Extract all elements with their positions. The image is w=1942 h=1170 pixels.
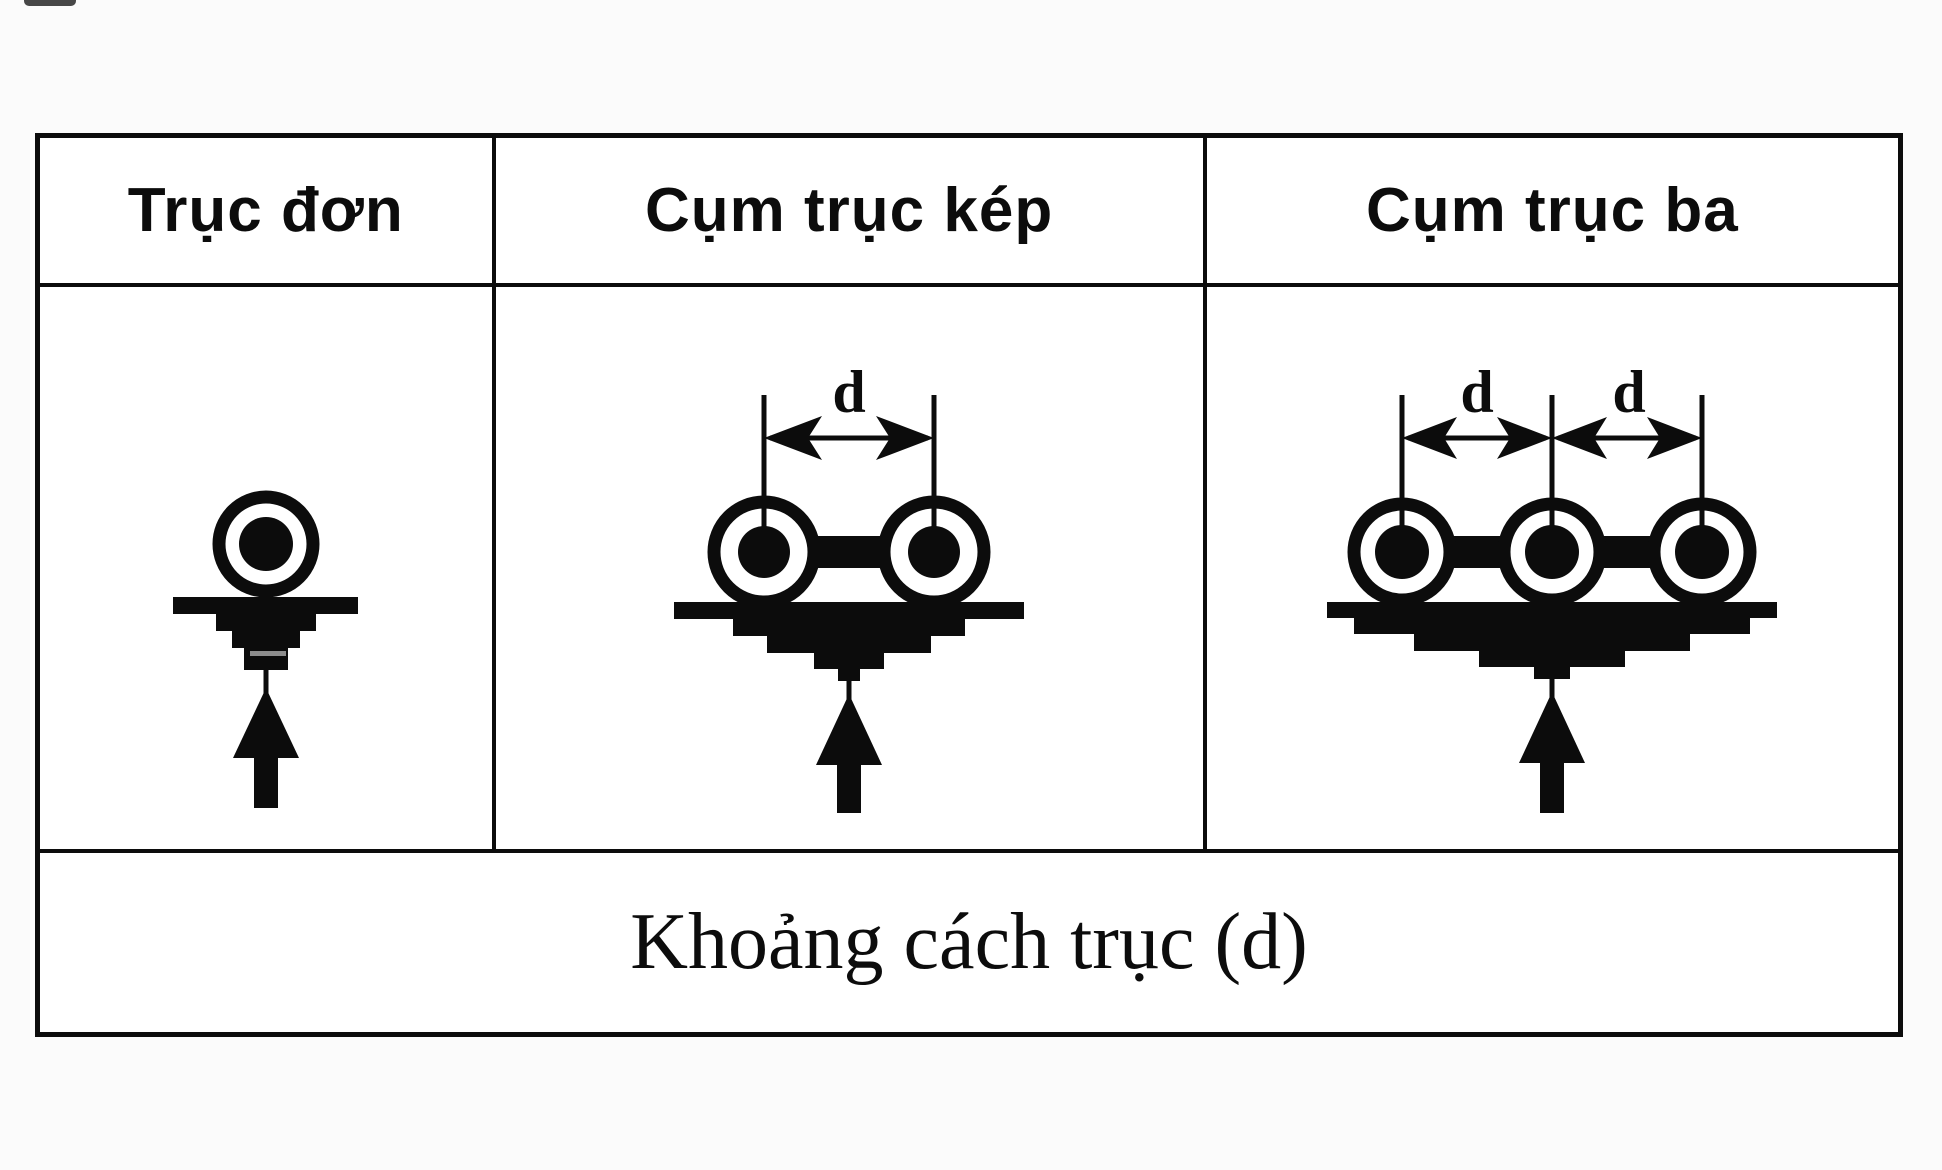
- table-diagram-row: d: [40, 287, 1898, 849]
- wheel-icon: [212, 490, 320, 598]
- header-label-single-axle: Trục đơn: [127, 176, 404, 245]
- ground-line: [674, 602, 1025, 619]
- support-stack: [215, 612, 316, 670]
- dimension-arrow-icon: [764, 416, 935, 460]
- dimension-label: d: [1461, 359, 1494, 425]
- dimension-label: d: [1613, 359, 1646, 425]
- header-cell-tandem-axle: Cụm trục kép: [496, 138, 1207, 283]
- ground-line: [172, 597, 358, 614]
- scan-edge-artifact: [24, 0, 76, 6]
- table-header-row: Trục đơn Cụm trục kép Cụm trục ba: [40, 138, 1898, 287]
- single-axle-diagram: [172, 490, 358, 808]
- dimension-arrow-icon: [1552, 417, 1703, 459]
- header-cell-tridem-axle: Cụm trục ba: [1207, 138, 1898, 283]
- load-arrow-icon: [232, 670, 299, 808]
- tandem-axle-group-diagram: d: [674, 359, 1025, 813]
- support-stack: [733, 619, 966, 681]
- diagram-cell-tridem-axle: d d: [1207, 287, 1898, 849]
- load-arrow-icon: [816, 681, 883, 813]
- axle-spacing-table: Trục đơn Cụm trục kép Cụm trục ba: [35, 133, 1903, 1037]
- diagram-cell-single-axle: [40, 287, 496, 849]
- header-label-tridem-axle: Cụm trục ba: [1366, 176, 1739, 245]
- support-stack: [1354, 618, 1751, 679]
- tridem-axle-group-diagram: d d: [1327, 359, 1778, 813]
- caption-label: Khoảng cách trục (d): [630, 898, 1308, 986]
- dimension-label: d: [832, 359, 865, 425]
- header-cell-single-axle: Trục đơn: [40, 138, 496, 283]
- table-caption-row: Khoảng cách trục (d): [40, 849, 1898, 1032]
- dimension-extension-lines: [761, 395, 937, 552]
- dimension-arrow-icon: [1402, 417, 1553, 459]
- diagram-cell-tandem-axle: d: [496, 287, 1207, 849]
- dimension-extension-lines: [1399, 395, 1705, 552]
- ground-line: [1327, 602, 1778, 618]
- header-label-tandem-axle: Cụm trục kép: [645, 176, 1054, 245]
- load-arrow-icon: [1519, 679, 1586, 813]
